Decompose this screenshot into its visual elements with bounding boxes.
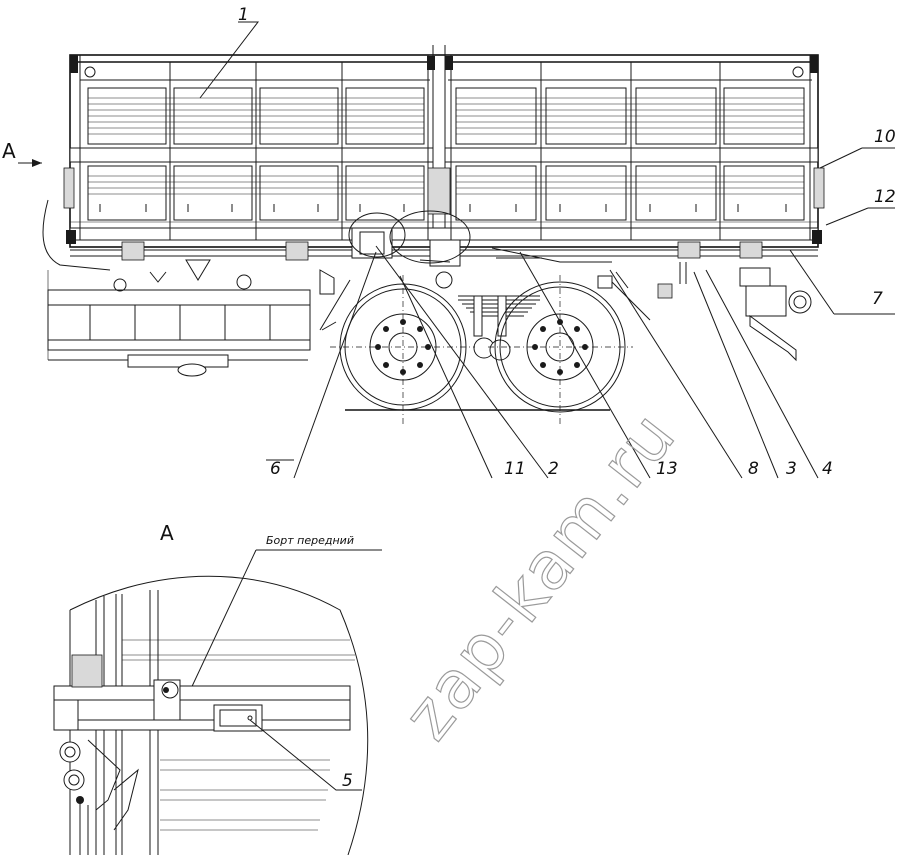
cargo-body-side-view: [63, 45, 825, 248]
callout-6: 6: [270, 459, 281, 479]
callout-2: 2: [548, 459, 559, 479]
watermark-text: zap-kam.ru: [389, 397, 691, 754]
callout-1: 1: [238, 5, 249, 25]
detail-caption: Борт передний: [266, 534, 354, 547]
callout-11: 11: [504, 459, 526, 479]
callout-13: 13: [656, 459, 678, 479]
callout-7: 7: [872, 289, 883, 309]
chassis-frame: [42, 199, 818, 377]
callout-12: 12: [874, 187, 896, 207]
detail-view-title: A: [160, 521, 174, 545]
callout-10: 10: [874, 127, 896, 147]
callout-3: 3: [786, 459, 797, 479]
watermark: zap-kam.ru: [388, 397, 692, 755]
view-a-marker: A: [2, 139, 16, 163]
detail-view-a: A Борт передний: [53, 521, 382, 855]
callout-4: 4: [822, 459, 833, 479]
callout-labels: 1 10 12 7 6 11 2 13 8 3 4 A: [2, 5, 896, 479]
rear-wheels: [330, 275, 633, 425]
callout-8: 8: [748, 459, 759, 479]
callout-5: 5: [342, 771, 353, 791]
upper-side-panels: [87, 87, 805, 145]
leader-lines: [18, 21, 895, 479]
